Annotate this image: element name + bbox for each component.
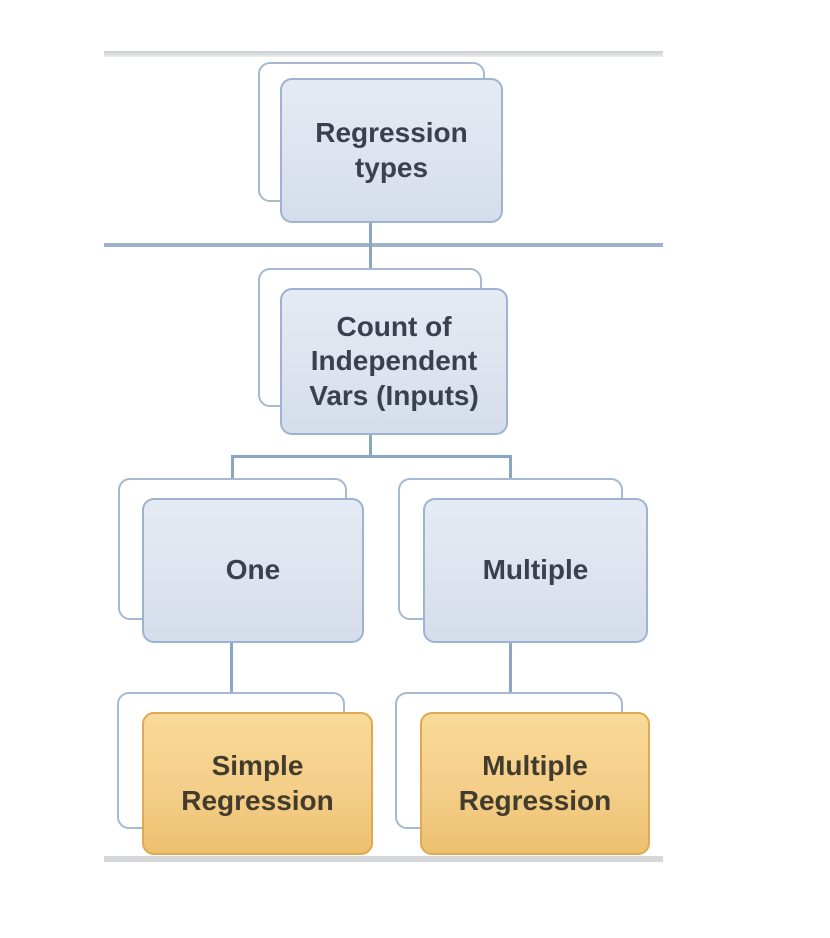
bottom-divider-line (104, 856, 663, 862)
node-simple-regression: Simple Regression (142, 712, 373, 855)
connector-count-stem (369, 430, 372, 457)
connector-branch-drop-multiple (509, 455, 512, 481)
node-simple-regression-label: Simple Regression (181, 750, 334, 816)
node-regression-types-label: Regression types (315, 117, 468, 183)
node-multiple-label: Multiple (482, 554, 589, 586)
node-regression-types: Regression types (280, 78, 503, 223)
connector-branch-drop-one (231, 455, 234, 481)
node-one-label: One (225, 554, 281, 586)
node-one: One (142, 498, 364, 643)
node-multiple: Multiple (423, 498, 648, 643)
node-count-of-independent-vars: Count of Independent Vars (Inputs) (280, 288, 508, 435)
blue-divider-line (104, 243, 663, 247)
connector-multiple-to-multipleregression (509, 615, 512, 697)
connector-regressiontypes-to-count (369, 220, 372, 270)
node-multiple-regression-label: Multiple Regression (458, 750, 612, 816)
node-count-of-independent-vars-label: Count of Independent Vars (Inputs) (309, 311, 479, 411)
connector-branch-bar (231, 455, 512, 458)
connector-one-to-simpleregression (230, 615, 233, 697)
top-divider-line (104, 51, 663, 57)
node-multiple-regression: Multiple Regression (420, 712, 650, 855)
